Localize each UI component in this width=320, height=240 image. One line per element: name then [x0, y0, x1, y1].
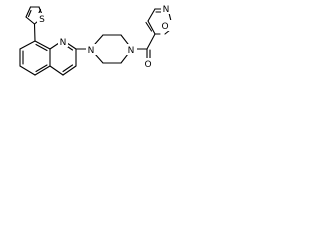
atom-label-n2: N	[88, 46, 95, 56]
molecule-structure: S N N N O N O	[19, 3, 172, 76]
isoxazole-nitrogen-atom: N	[161, 3, 172, 15]
isoxazole-oxygen-atom: O	[159, 20, 172, 32]
atom-labels: S N N N O N O	[37, 3, 172, 70]
piperazine-nitrogen-left-atom: N	[86, 44, 97, 56]
atom-label-n3: N	[128, 46, 135, 56]
atom-label-n1: N	[60, 38, 67, 48]
quinoline-nitrogen-atom: N	[58, 36, 68, 48]
atom-label-s1: S	[39, 15, 45, 25]
atom-label-o2: O	[144, 60, 151, 70]
atom-label-n4: N	[163, 5, 170, 15]
sulfur-atom: S	[37, 13, 47, 25]
piperazine-nitrogen-right-atom: N	[126, 44, 137, 56]
carbonyl-oxygen-atom: O	[143, 58, 154, 70]
atom-label-o1: O	[161, 22, 168, 32]
